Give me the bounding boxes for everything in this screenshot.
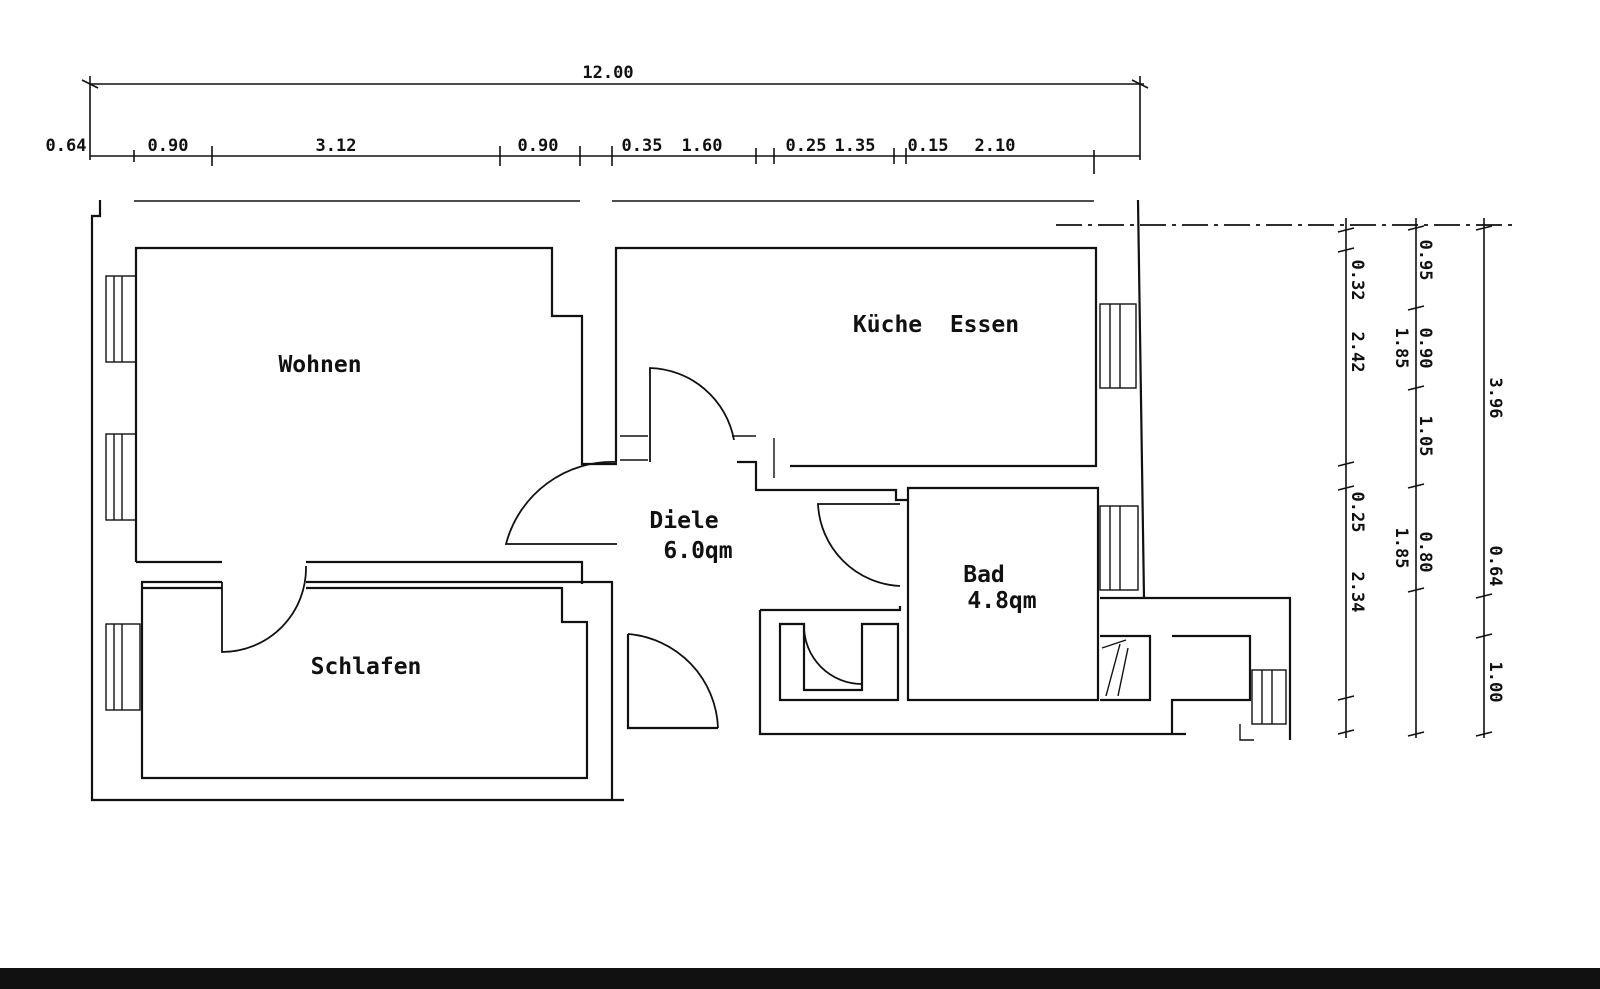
door-kueche: [649, 367, 735, 462]
doors: [221, 367, 901, 729]
dim-top-9: 2.10: [975, 136, 1016, 156]
window-schlafen: [105, 623, 141, 711]
facade-reference-lines: [134, 200, 1514, 226]
room-diele: [626, 606, 1186, 736]
dim-top-3: 0.90: [518, 136, 559, 156]
dim-top-1: 0.90: [148, 136, 189, 156]
windows: [105, 275, 1287, 741]
dim-right-b-0: 0.95: [1415, 240, 1435, 281]
door-wc: [803, 625, 863, 685]
dim-top-7: 1.35: [835, 136, 876, 156]
label-kueche: Küche Essen: [853, 312, 1019, 338]
bottom-border-bar: [0, 968, 1600, 989]
door-entrance: [627, 633, 719, 729]
dim-right-b-3: 0.80: [1415, 532, 1435, 573]
window-kueche: [1099, 303, 1137, 389]
outer-walls: [90, 199, 1146, 802]
window-wohnen-1: [105, 275, 137, 363]
dim-right-a-0: 0.32: [1347, 260, 1367, 301]
label-diele-area: 6.0qm: [663, 538, 732, 564]
dim-right-c-1: 0.64: [1485, 546, 1505, 587]
dim-right-a-2: 0.25: [1347, 492, 1367, 533]
room-schlafen: [140, 580, 614, 800]
dim-right-a-1: 2.42: [1347, 332, 1367, 373]
dim-right-b-1: 0.90: [1415, 328, 1435, 369]
label-bad-area: 4.8qm: [967, 588, 1036, 614]
dim-right-b-2: 1.05: [1415, 416, 1435, 457]
overall-dimension: 12.00: [81, 63, 1149, 160]
dim-top-0: 0.64: [46, 136, 87, 156]
label-schlafen: Schlafen: [311, 654, 422, 680]
window-bad: [1099, 505, 1139, 591]
room-wohnen: [134, 246, 617, 584]
dim-right-c-0: 3.96: [1485, 378, 1505, 419]
dim-top-4: 0.35: [622, 136, 663, 156]
overall-width-label: 12.00: [582, 63, 633, 83]
dim-top-6: 0.25: [786, 136, 827, 156]
door-wohnen: [504, 461, 618, 545]
door-bad: [817, 503, 901, 587]
label-diele: Diele: [649, 508, 718, 534]
label-bad: Bad: [963, 562, 1005, 588]
dim-right-a-3: 2.34: [1347, 572, 1367, 613]
dim-right-b-5: 1.85: [1391, 528, 1411, 569]
dim-top-8: 0.15: [908, 136, 949, 156]
dim-right-b-4: 1.85: [1391, 328, 1411, 369]
dim-top-5: 1.60: [682, 136, 723, 156]
label-wohnen: Wohnen: [278, 352, 361, 378]
room-labels: Wohnen Küche Essen Diele 6.0qm Bad 4.8qm…: [278, 312, 1036, 680]
door-schlafen: [221, 565, 307, 653]
window-annex: [1239, 669, 1287, 741]
room-bad: [906, 486, 1292, 740]
top-segment-dimensions: 0.64 0.90 3.12 0.90 0.35 1.60 0.25 1.35 …: [46, 136, 1140, 174]
dim-top-2: 3.12: [316, 136, 357, 156]
room-kueche: [614, 246, 1098, 502]
dim-right-c-2: 1.00: [1485, 662, 1505, 703]
right-dimensions: 0.32 2.42 0.25 2.34 0.95 0.90 1.05 0.80 …: [1337, 218, 1505, 738]
window-wohnen-2: [105, 433, 137, 521]
